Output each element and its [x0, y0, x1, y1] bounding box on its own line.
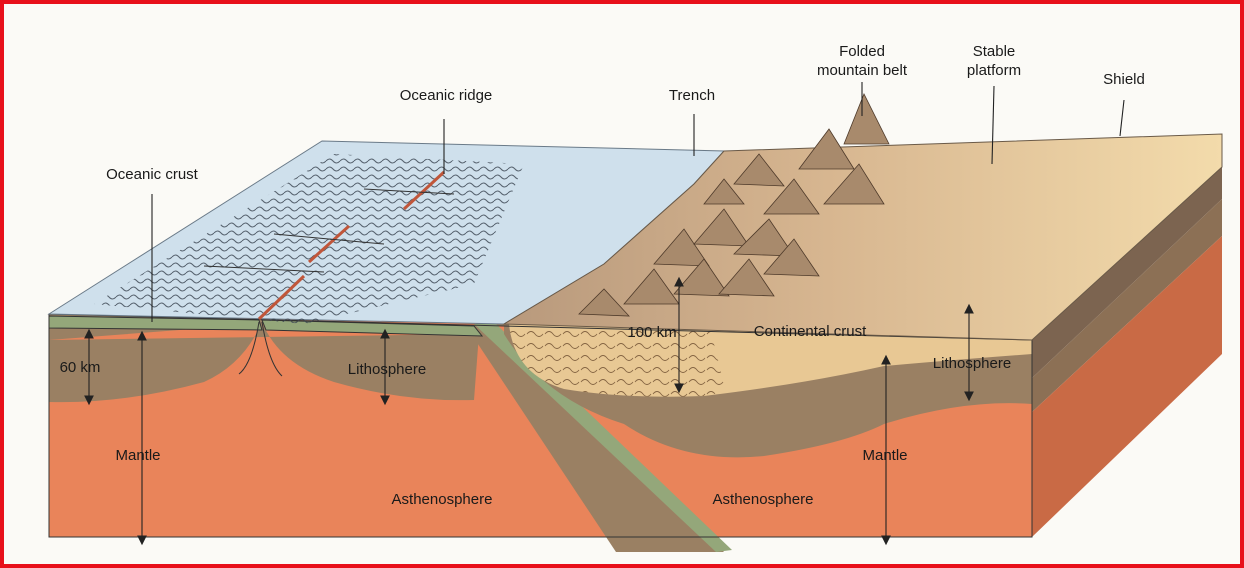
label-lithosphere-ocean: Lithosphere [348, 361, 426, 378]
block-top-surface [49, 94, 1222, 340]
label-60-km: 60 km [60, 359, 101, 376]
label-folded-1: Folded [839, 43, 885, 60]
label-asthenosphere-right: Asthenosphere [713, 491, 814, 508]
label-stable-2: platform [967, 62, 1021, 79]
label-asthenosphere-left: Asthenosphere [392, 491, 493, 508]
label-100-km: 100 km [627, 324, 676, 341]
label-continental-crust: Continental crust [754, 323, 867, 340]
label-mantle-left: Mantle [115, 447, 160, 464]
plate-tectonics-block-diagram: Oceanic crust Oceanic ridge Trench Folde… [4, 4, 1244, 568]
label-oceanic-ridge: Oceanic ridge [400, 87, 493, 104]
label-stable-1: Stable [973, 43, 1016, 60]
label-mantle-right: Mantle [862, 447, 907, 464]
label-oceanic-crust: Oceanic crust [106, 166, 199, 183]
label-trench: Trench [669, 87, 715, 104]
label-folded-2: mountain belt [817, 62, 908, 79]
label-lithosphere-continent: Lithosphere [933, 355, 1011, 372]
label-shield: Shield [1103, 71, 1145, 88]
